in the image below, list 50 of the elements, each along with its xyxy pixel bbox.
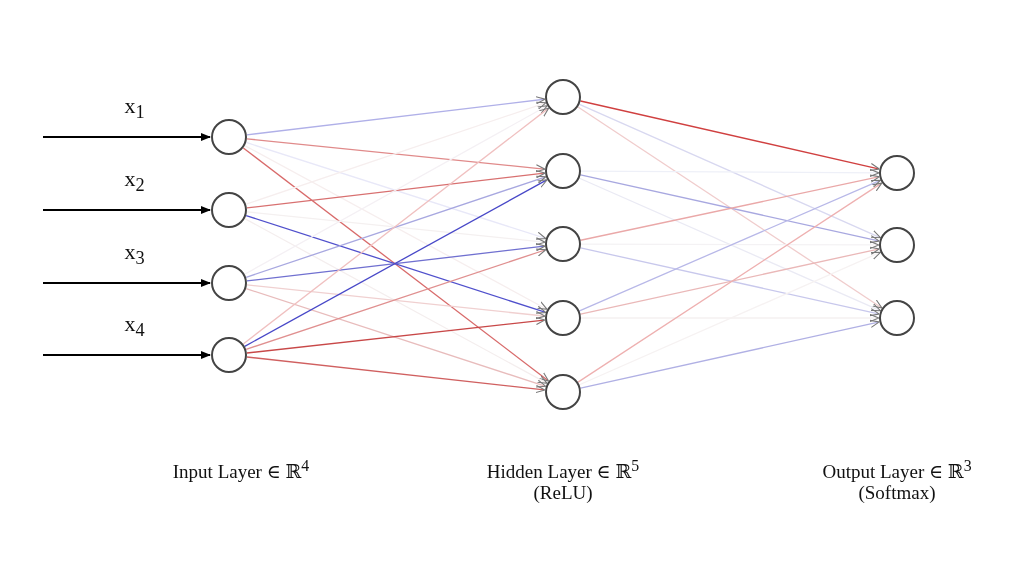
weighted-connection-arrow bbox=[246, 96, 546, 136]
neuron-circle bbox=[211, 119, 247, 155]
neuron-circle bbox=[879, 155, 915, 191]
neuron-circle bbox=[211, 337, 247, 373]
weighted-connection-arrow bbox=[245, 141, 547, 240]
weighted-connection-arrow bbox=[580, 168, 880, 177]
weighted-connection-arrow bbox=[246, 211, 546, 246]
weighted-connection-arrow bbox=[246, 138, 546, 173]
weighted-connection-arrow bbox=[580, 313, 880, 323]
weighted-connection-arrow bbox=[579, 319, 880, 389]
weighted-connection-arrow bbox=[580, 240, 880, 250]
weighted-connection-arrow bbox=[246, 170, 546, 209]
weighted-connection-arrow bbox=[577, 106, 883, 309]
weighted-connection-arrow bbox=[246, 243, 546, 282]
weighted-connection-arrow bbox=[578, 103, 881, 239]
layer-caption: Input Layer ∈ ℝ$^{4}$ bbox=[172, 457, 310, 484]
neuron-circle bbox=[879, 227, 915, 263]
weighted-connection-arrow bbox=[245, 287, 547, 388]
layer-caption: (Softmax) bbox=[858, 482, 936, 504]
input-arrow bbox=[42, 133, 211, 141]
weighted-connection-arrow bbox=[245, 214, 547, 314]
weighted-connection-arrow bbox=[245, 175, 547, 278]
weighted-connection-arrow bbox=[245, 101, 547, 205]
weighted-connection-arrow bbox=[579, 100, 880, 172]
input-arrow bbox=[42, 206, 211, 214]
input-arrow bbox=[42, 279, 211, 287]
layer-caption: (ReLU) bbox=[533, 482, 593, 504]
weighted-connection-arrow bbox=[245, 248, 547, 350]
weighted-connection-arrow bbox=[242, 147, 550, 382]
neuron-circle bbox=[545, 153, 581, 189]
neuron-circle bbox=[545, 374, 581, 410]
weighted-connection-arrow bbox=[578, 251, 881, 386]
neuron-circle bbox=[879, 300, 915, 336]
neuron-circle bbox=[545, 79, 581, 115]
weighted-connection-arrow bbox=[246, 284, 546, 320]
neuron-circle bbox=[211, 265, 247, 301]
neuron-circle bbox=[545, 300, 581, 336]
weighted-connection-arrow bbox=[246, 356, 546, 394]
weighted-connection-arrow bbox=[244, 144, 548, 310]
weighted-connection-arrow bbox=[244, 179, 548, 347]
weighted-connection-arrow bbox=[242, 107, 550, 345]
weighted-connection-arrow bbox=[577, 182, 883, 383]
layer-caption: Hidden Layer ∈ ℝ$^{5}$ bbox=[486, 457, 640, 484]
neuron-circle bbox=[211, 192, 247, 228]
layer-caption: Output Layer ∈ ℝ$^{3}$ bbox=[822, 457, 972, 484]
weighted-connection-arrow bbox=[244, 217, 548, 384]
input-arrow bbox=[42, 351, 211, 359]
weighted-connection-arrow bbox=[246, 316, 546, 354]
neuron-circle bbox=[545, 226, 581, 262]
weighted-connection-arrow bbox=[244, 105, 548, 275]
